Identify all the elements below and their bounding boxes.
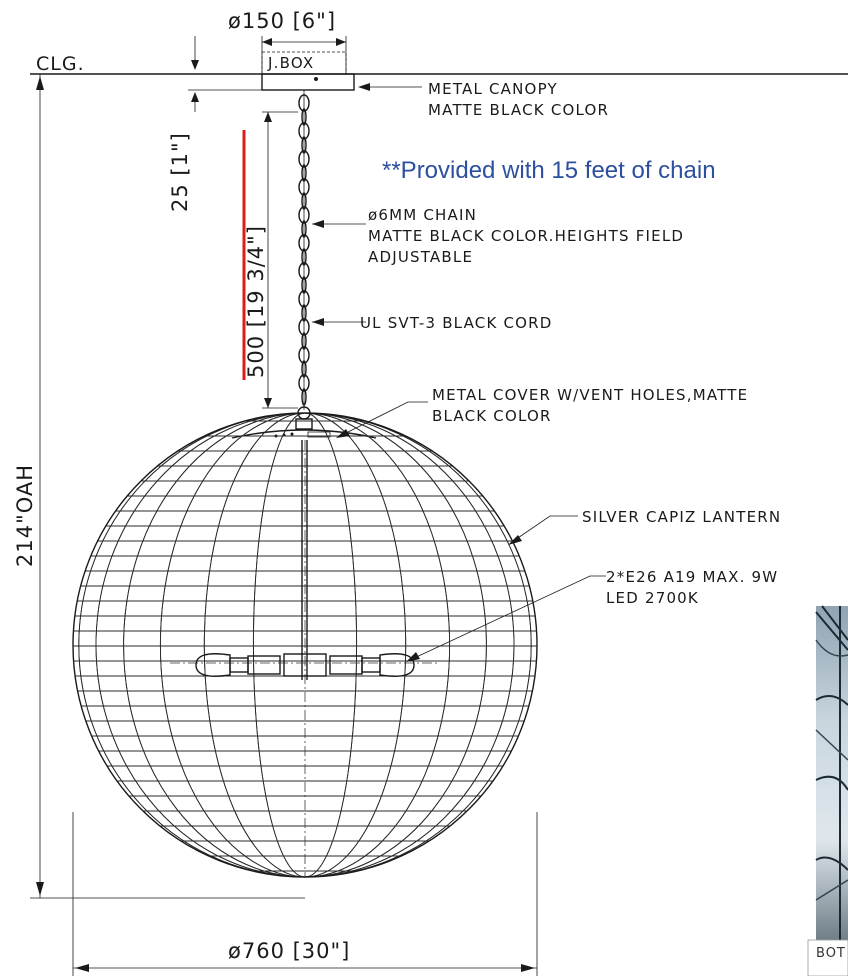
bulb-callout-line2: LED 2700K	[606, 589, 699, 607]
cover-callout-line2: BLACK COLOR	[432, 407, 552, 425]
chain-callout-line3: ADJUSTABLE	[368, 248, 473, 266]
light-bulbs	[195, 653, 415, 677]
jbox-label: J.BOX	[267, 54, 314, 72]
callout-lantern: SILVER CAPIZ LANTERN	[508, 508, 781, 545]
chain-length-dimension: 500 [19 3/4"]	[242, 111, 298, 409]
lantern-photo	[807, 605, 848, 976]
chain-callout-line1: ø6MM CHAIN	[368, 206, 477, 224]
canopy-height-label: 25 [1"]	[168, 132, 192, 212]
overall-height-dimension: 214"OAH	[13, 74, 305, 899]
callout-chain: ø6MM CHAIN MATTE BLACK COLOR.HEIGHTS FIE…	[312, 206, 684, 266]
bulb-left	[195, 653, 231, 677]
chain-length-label: 500 [19 3/4"]	[244, 225, 268, 378]
ceiling-label: CLG.	[36, 53, 85, 75]
canopy-callout-line2: MATTE BLACK COLOR	[428, 101, 609, 119]
metal-cover	[231, 406, 377, 439]
cord-callout: UL SVT-3 BLACK CORD	[360, 314, 553, 332]
center-rod	[170, 440, 440, 878]
callout-cover: METAL COVER W/VENT HOLES,MATTE BLACK COL…	[336, 386, 748, 438]
photo-caption: BOT	[816, 946, 846, 961]
canopy-height-dimension: 25 [1"]	[168, 36, 262, 212]
ceiling-marker: CLG.	[30, 53, 848, 75]
sphere-diameter-label: ø760 [30"]	[228, 939, 350, 963]
callout-cord: UL SVT-3 BLACK CORD	[312, 314, 553, 332]
overall-height-label: 214"OAH	[13, 464, 37, 567]
canopy-body	[261, 73, 355, 91]
canopy-callout-line1: METAL CANOPY	[428, 80, 558, 98]
sphere-diameter-dimension: ø760 [30"]	[72, 812, 538, 976]
chain-callout-line2: MATTE BLACK COLOR.HEIGHTS FIELD	[368, 227, 684, 245]
canopy-dimension: ø150 [6"]	[228, 9, 347, 74]
callout-bulbs: 2*E26 A19 MAX. 9W LED 2700K	[406, 568, 778, 662]
metal-canopy: J.BOX	[261, 51, 355, 91]
lantern-callout: SILVER CAPIZ LANTERN	[582, 508, 781, 526]
cover-callout-line1: METAL COVER W/VENT HOLES,MATTE	[432, 386, 748, 404]
chain	[298, 90, 310, 410]
bulb-right	[379, 653, 415, 677]
chain-note: **Provided with 15 feet of chain	[382, 157, 716, 184]
canopy-diameter-label: ø150 [6"]	[228, 9, 336, 33]
bulb-callout-line1: 2*E26 A19 MAX. 9W	[606, 568, 778, 586]
callout-canopy: METAL CANOPY MATTE BLACK COLOR	[358, 80, 609, 119]
